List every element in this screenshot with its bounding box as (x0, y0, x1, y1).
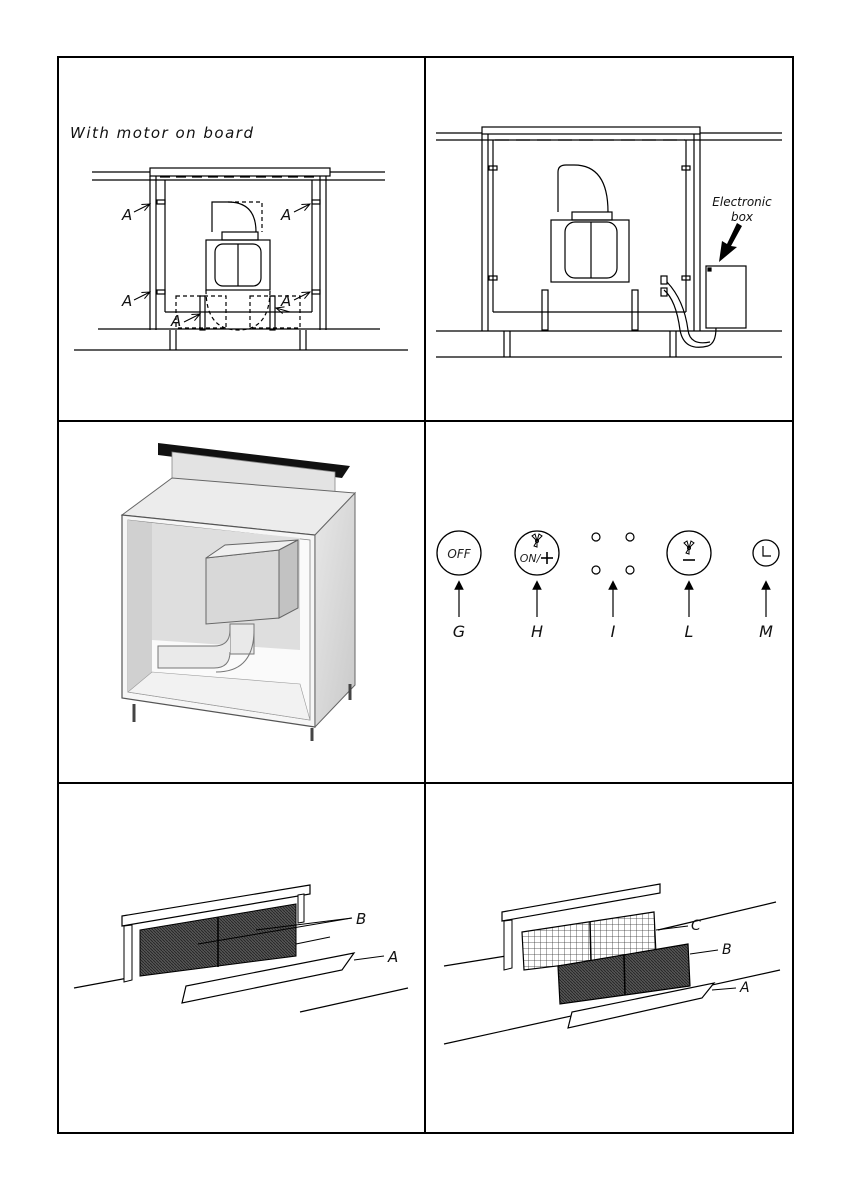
label-a-4: A (280, 206, 291, 224)
on-text: ON/ (520, 552, 542, 565)
speed-indicator-leds (592, 533, 634, 574)
panel-filter-removal: B A (74, 885, 408, 1012)
label-a: A (387, 948, 398, 966)
label-b: B (722, 942, 732, 958)
panel-motor-on-board: With motor on board (70, 124, 408, 350)
cabinet-drawing (74, 168, 408, 350)
letter-g: G (453, 622, 465, 641)
electronic-box-label-1: Electronic (712, 195, 772, 209)
pointer-arrow (719, 223, 742, 262)
callout-letters: G H I L M (453, 622, 773, 641)
label-a-1: A (121, 206, 132, 224)
panel-electronic-box: Electronic box (436, 127, 782, 357)
letter-m: M (759, 622, 773, 641)
letter-l: L (685, 622, 694, 641)
panel-controls: OFF ON/ (437, 531, 779, 641)
label-a-2: A (121, 292, 132, 310)
letter-h: H (531, 622, 543, 641)
label-a: A (739, 980, 750, 996)
label-c: C (691, 918, 701, 934)
button-h-on-plus: ON/ (515, 531, 559, 575)
label-a-5: A (280, 292, 291, 310)
off-text: OFF (447, 547, 471, 561)
letter-i: I (611, 622, 616, 641)
callout-arrows (459, 585, 766, 617)
panel-cabinet-render (122, 443, 355, 741)
button-m-clock (753, 540, 779, 566)
button-g-off: OFF (437, 531, 481, 575)
panel-filter-removal-carbon: C B A (444, 884, 780, 1044)
electronic-box-label-2: box (731, 210, 754, 224)
motor-caption: With motor on board (70, 124, 254, 142)
button-l-minus (667, 531, 711, 575)
label-b: B (356, 910, 366, 928)
label-a-3: A (170, 312, 181, 330)
